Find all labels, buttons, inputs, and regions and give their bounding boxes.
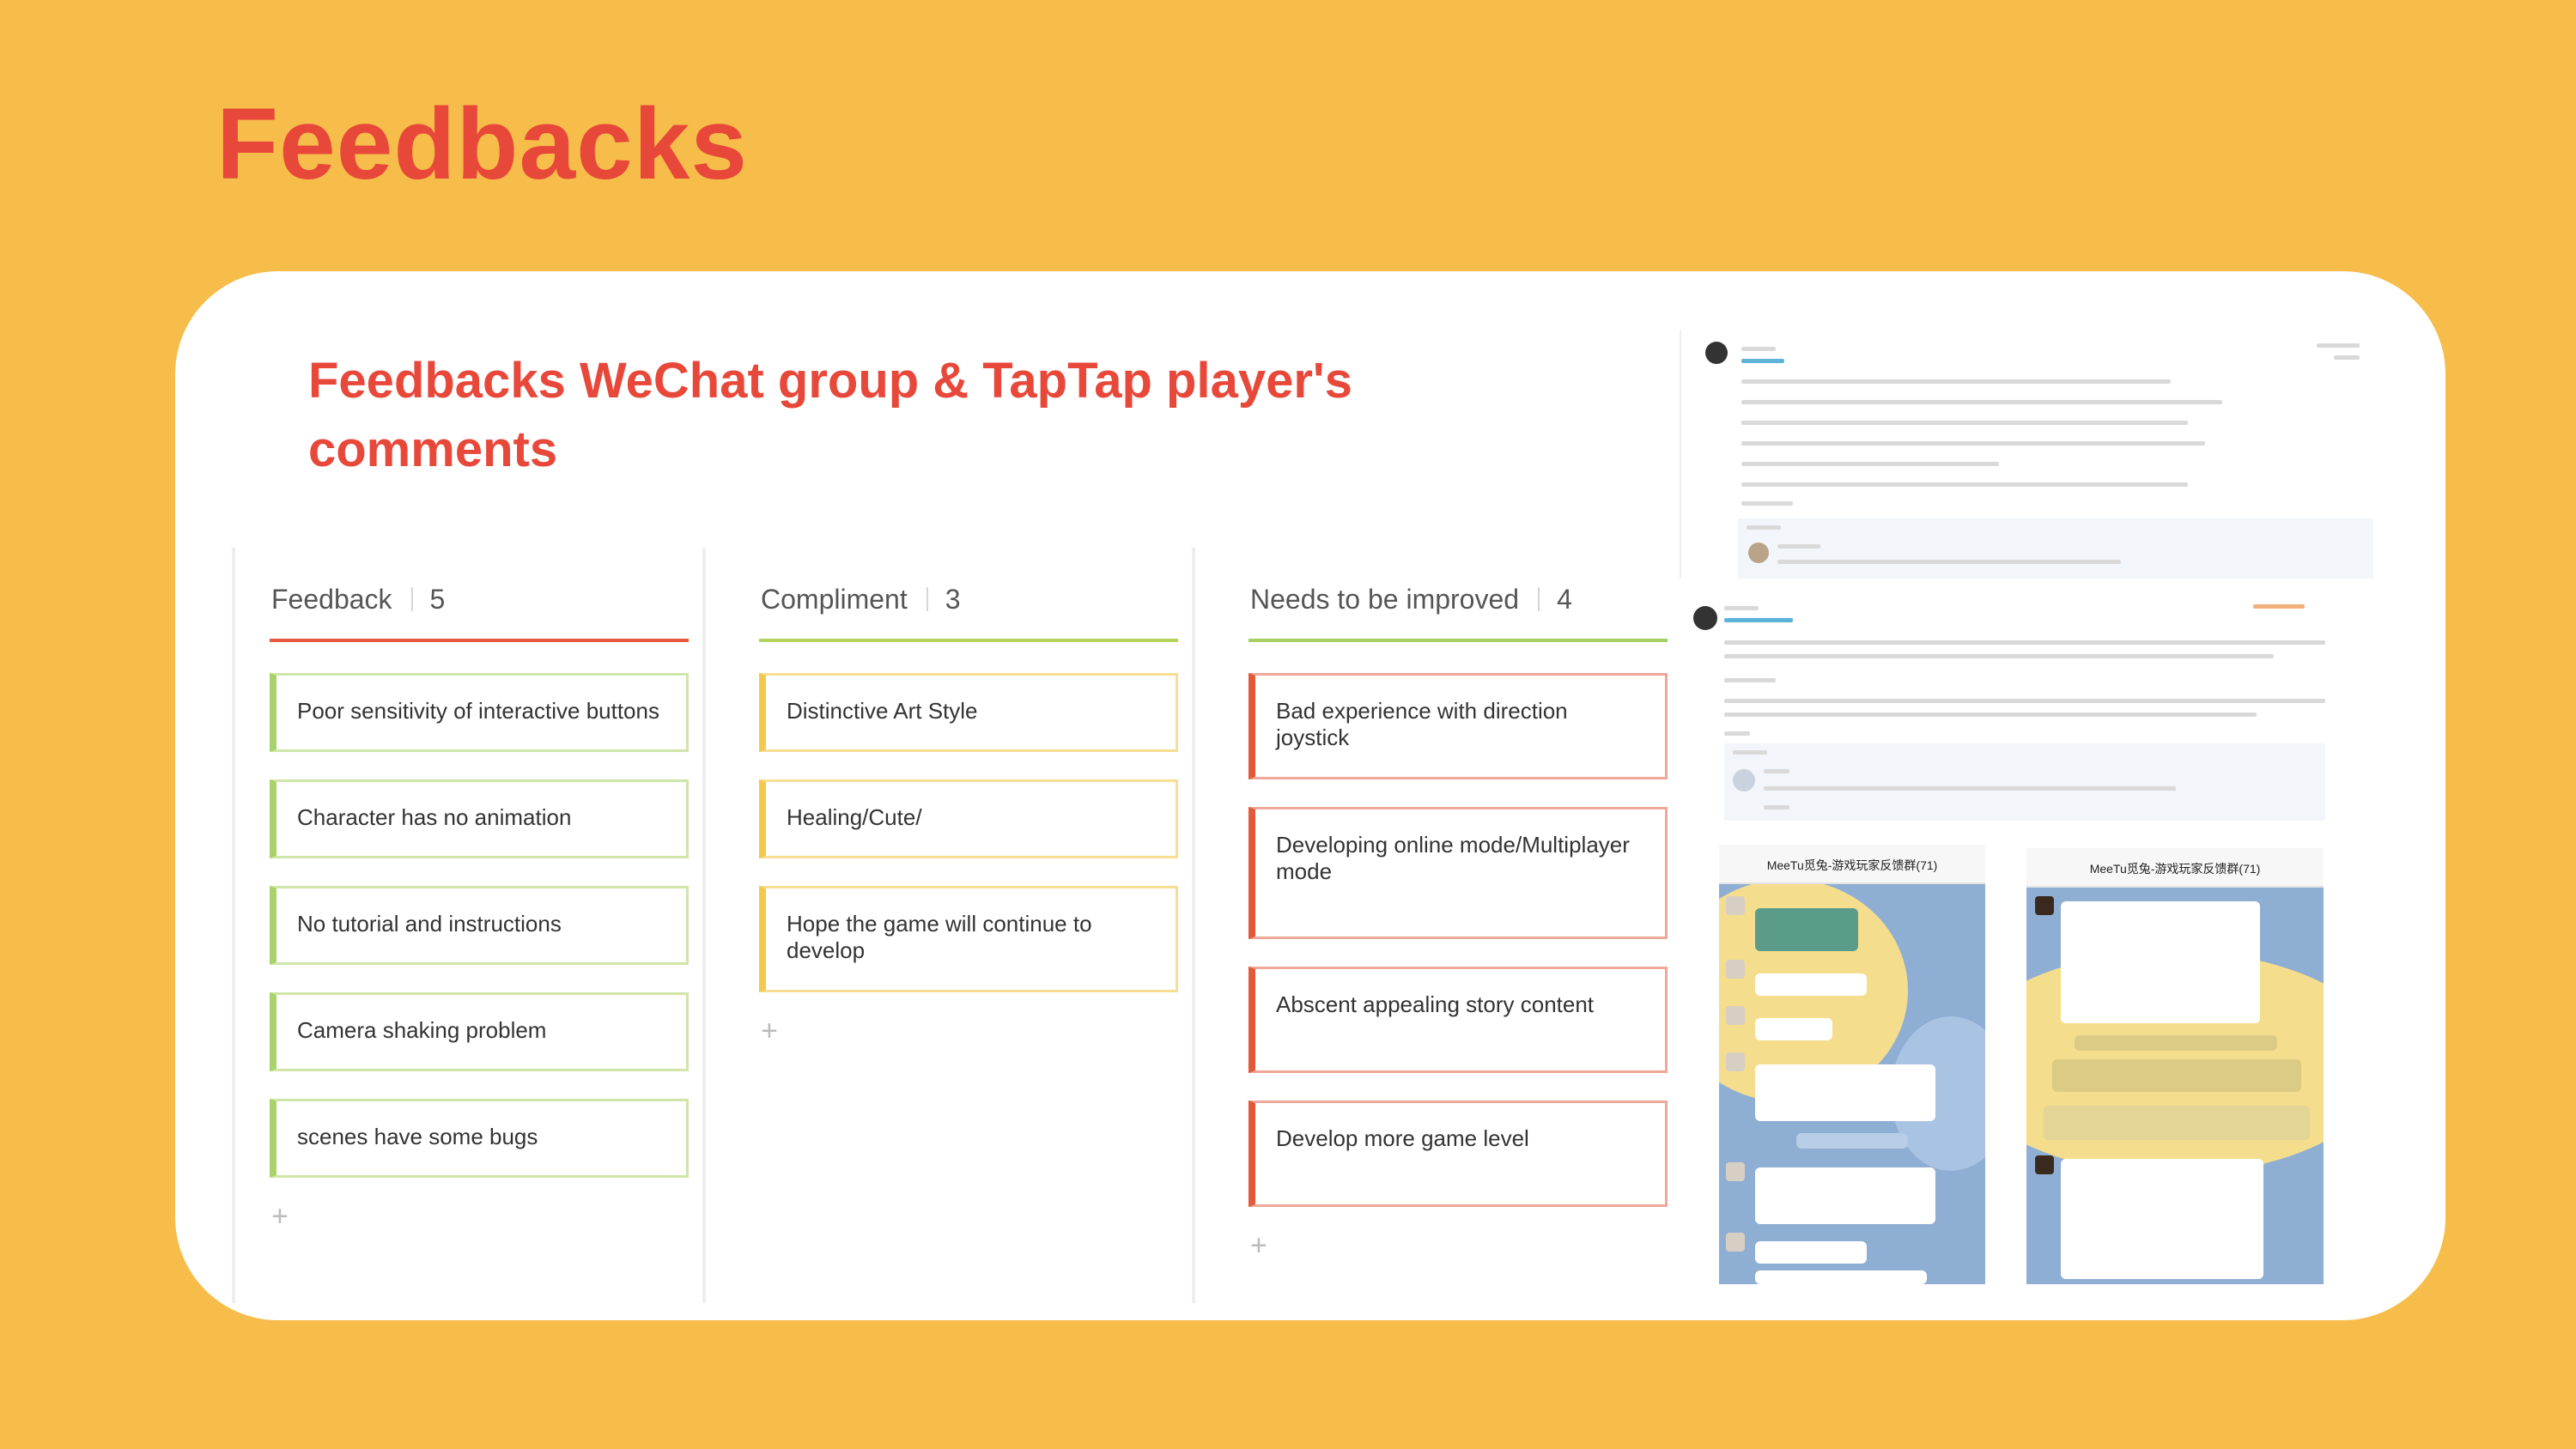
column-title: Compliment bbox=[761, 583, 908, 615]
task-card[interactable]: Hope the game will continue to develop bbox=[759, 886, 1178, 992]
wechat-group-screenshot: MeeTu觅兔-游戏玩家反馈群(71) bbox=[2026, 848, 2324, 1284]
column-feedback: Feedback 5 Poor sensitivity of interacti… bbox=[270, 548, 689, 1234]
developer-reply bbox=[1738, 518, 2373, 579]
task-card[interactable]: Camera shaking problem bbox=[270, 992, 689, 1071]
column-separator bbox=[1192, 548, 1195, 1303]
column-separator bbox=[702, 548, 706, 1303]
chat-header: MeeTu觅兔-游戏玩家反馈群(71) bbox=[2026, 848, 2324, 888]
task-card[interactable]: Healing/Cute/ bbox=[759, 779, 1178, 858]
column-needs-improvement: Needs to be improved 4 Bad experience wi… bbox=[1249, 548, 1668, 1263]
taptap-review-screenshot bbox=[1686, 596, 2339, 821]
column-accent-rule bbox=[270, 639, 689, 642]
content-card: Feedbacks WeChat group & TapTap player's… bbox=[175, 271, 2445, 1320]
column-accent-rule bbox=[1249, 639, 1668, 642]
add-card-button[interactable]: + bbox=[1250, 1229, 1267, 1262]
column-compliment: Compliment 3 Distinctive Art Style Heali… bbox=[759, 548, 1178, 1048]
reviewer-avatar bbox=[1693, 606, 1717, 630]
chat-title: MeeTu觅兔-游戏玩家反馈群(71) bbox=[2089, 862, 2261, 876]
task-card[interactable]: Abscent appealing story content bbox=[1249, 967, 1668, 1073]
task-card[interactable]: Character has no animation bbox=[270, 779, 689, 858]
task-card[interactable]: Bad experience with direction joystick bbox=[1249, 673, 1668, 779]
kanban-board: Feedback 5 Poor sensitivity of interacti… bbox=[232, 548, 1729, 1303]
taptap-review-screenshot bbox=[1680, 330, 2375, 579]
wechat-group-screenshot: MeeTu觅兔-游戏玩家反馈群(71) bbox=[1719, 845, 1985, 1284]
add-card-button[interactable]: + bbox=[271, 1200, 289, 1233]
task-card[interactable]: Develop more game level bbox=[1249, 1100, 1668, 1207]
chat-header: MeeTu觅兔-游戏玩家反馈群(71) bbox=[1719, 845, 1985, 884]
card-subtitle: Feedbacks WeChat group & TapTap player's… bbox=[308, 353, 1352, 477]
column-header: Needs to be improved 4 bbox=[1249, 548, 1668, 630]
slide-title: Feedbacks bbox=[216, 88, 748, 201]
column-separator bbox=[232, 548, 235, 1303]
column-count: 5 bbox=[410, 585, 445, 613]
developer-reply bbox=[1724, 743, 2325, 821]
chat-title: MeeTu觅兔-游戏玩家反馈群(71) bbox=[1766, 858, 1938, 872]
task-card[interactable]: Poor sensitivity of interactive buttons bbox=[270, 673, 689, 752]
column-count: 3 bbox=[926, 585, 961, 613]
column-header: Compliment 3 bbox=[759, 548, 1178, 630]
column-title: Feedback bbox=[271, 583, 392, 615]
add-card-button[interactable]: + bbox=[761, 1015, 778, 1047]
task-card[interactable]: scenes have some bugs bbox=[270, 1099, 689, 1178]
task-card[interactable]: Distinctive Art Style bbox=[759, 673, 1178, 752]
task-card[interactable]: No tutorial and instructions bbox=[270, 886, 689, 965]
column-title: Needs to be improved bbox=[1250, 583, 1520, 615]
column-accent-rule bbox=[759, 639, 1178, 642]
reviewer-avatar bbox=[1705, 342, 1728, 364]
column-count: 4 bbox=[1538, 585, 1572, 613]
task-card[interactable]: Developing online mode/Multiplayer mode bbox=[1249, 807, 1668, 939]
column-header: Feedback 5 bbox=[270, 548, 689, 630]
